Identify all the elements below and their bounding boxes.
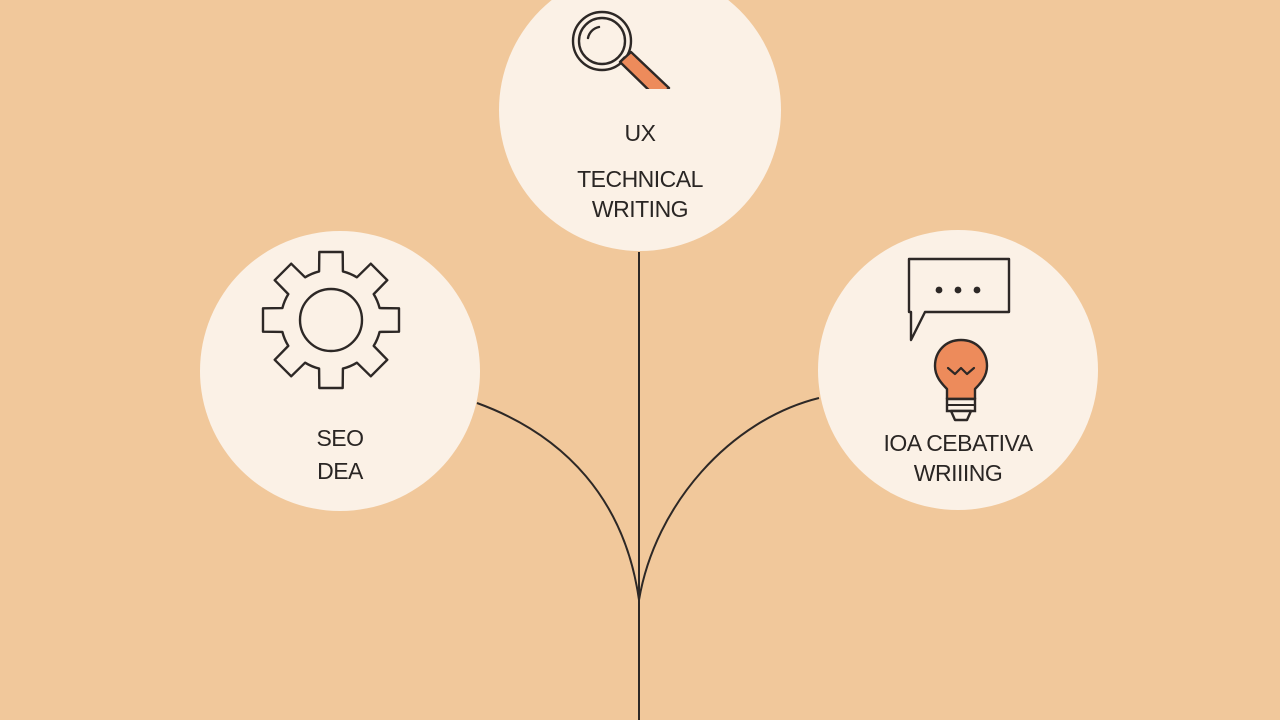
node-ux-technical-writing: UX TECHNICAL WRITING xyxy=(499,0,781,251)
node-seo-idea: SEO DEA xyxy=(200,231,480,511)
node-label-line1: SEO xyxy=(316,425,364,451)
node-idea-creative-writing: IOA CEBATIVA WRIIING xyxy=(818,230,1098,510)
magnifying-glass-icon xyxy=(571,10,671,89)
node-label-line2: TECHNICAL xyxy=(577,166,703,192)
node-label-line1: UX xyxy=(624,120,656,146)
node-label-line2: DEA xyxy=(317,458,363,484)
connector-right xyxy=(638,397,820,601)
gear-icon xyxy=(261,250,401,390)
node-label-line2: WRIIING xyxy=(913,460,1003,486)
node-label-line3: WRITING xyxy=(591,196,689,222)
connector-left xyxy=(476,402,640,601)
lightbulb-icon xyxy=(933,338,989,422)
speech-bubble-icon xyxy=(907,257,1011,342)
node-label-line1: IOA CEBATIVA xyxy=(883,430,1033,456)
